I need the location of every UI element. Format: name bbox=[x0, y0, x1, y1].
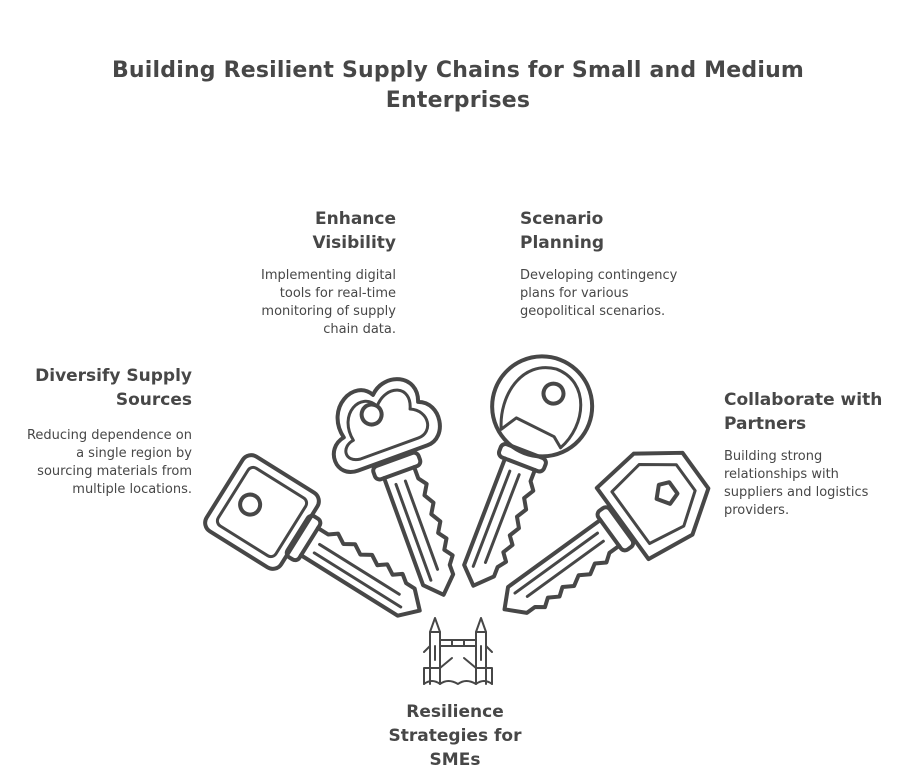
tower-bridge-icon bbox=[423, 617, 493, 685]
item-description-scenario-planning: Developing contingency plans for various… bbox=[520, 268, 678, 319]
item-description-collaborate-with-partners: Building strong relationships with suppl… bbox=[724, 449, 869, 518]
item-heading-enhance-visibility: Enhance Visibility bbox=[312, 209, 397, 253]
item-heading-scenario-planning: Scenario Planning bbox=[520, 209, 605, 253]
item-description-enhance-visibility: Implementing digital tools for real-time… bbox=[261, 268, 396, 337]
key-round-icon bbox=[448, 354, 595, 597]
key-square-icon bbox=[203, 453, 435, 633]
item-description-diversify-supply-sources: Reducing dependence on a single region b… bbox=[26, 428, 192, 497]
item-heading-collaborate-with-partners: Collaborate with Partners bbox=[724, 390, 883, 434]
key-cloud-icon bbox=[331, 377, 469, 605]
page-title: Building Resilient Supply Chains for Sma… bbox=[111, 58, 805, 113]
item-heading-diversify-supply-sources: Diversify Supply Sources bbox=[35, 366, 192, 410]
key-hexagon-icon bbox=[475, 450, 711, 650]
center-label: Resilience Strategies for SMEs bbox=[388, 702, 522, 770]
